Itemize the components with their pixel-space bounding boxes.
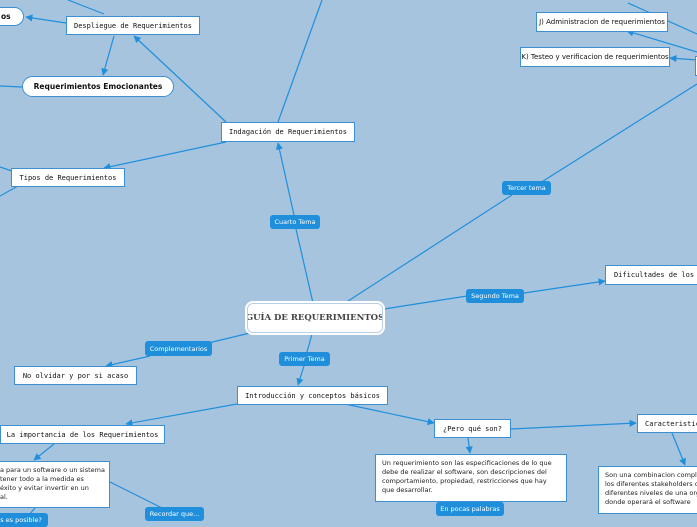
- central-title: GUÍA DE REQUERIMIENTOS: [247, 313, 383, 323]
- label-tercer-tema-text: Tercer tema: [507, 184, 546, 192]
- importancia-line-1: a para un software o un sistema: [0, 466, 105, 474]
- importancia-line-4: al.: [0, 493, 8, 501]
- label-primer-tema[interactable]: Primer Tema: [279, 352, 330, 366]
- node-tipos[interactable]: Tipos de Requerimientos: [11, 168, 125, 187]
- edge-indagacion-up: [277, 0, 323, 123]
- text-caracteristicas-detalle[interactable]: Son una combinacion compl los diferentes…: [598, 466, 697, 514]
- edge-segundo-dificultades: [523, 278, 606, 294]
- label-segundo-tema-text: Segundo Tema: [471, 292, 519, 300]
- node-dificultades-text: Dificultades de los R: [614, 271, 697, 279]
- edge-indagacion-despliegue: [133, 35, 227, 123]
- caracteristicas-line-4: donde operará el software: [605, 498, 691, 506]
- edge-tercer-up: [539, 83, 697, 184]
- label-cuarto-tema[interactable]: Cuarto Tema: [270, 215, 320, 229]
- node-pero-que-son[interactable]: ¿Pero qué son?: [434, 419, 511, 438]
- label-cuarto-tema-text: Cuarto Tema: [274, 218, 316, 226]
- edge-importancia-detalle: [33, 443, 55, 461]
- edge-caracteristicas-detalle: [671, 432, 686, 466]
- node-administracion-text: J) Administracion de requerimientos: [539, 18, 665, 26]
- edge-emocionantes-left: [0, 85, 23, 88]
- edge-primer-intro: [296, 365, 305, 386]
- importancia-line-2: tener todo a la medida es: [0, 475, 84, 483]
- definicion-line-1: Un requerimiento son las especificacione…: [382, 459, 552, 467]
- definicion-line-4: que desarrollar.: [382, 486, 433, 494]
- definicion-line-2: debe de realizar el software, son descri…: [382, 468, 547, 476]
- central-topic[interactable]: GUÍA DE REQUERIMIENTOS: [247, 303, 383, 333]
- label-complementarios-text: Complementarios: [149, 344, 208, 353]
- node-despliegue-text: Despliegue de Requerimientos: [73, 21, 192, 30]
- edge-indagacion-tipos: [103, 141, 227, 171]
- node-top-left-pill-text: os: [1, 12, 11, 21]
- node-testeo[interactable]: K) Testeo y verificacion de requerimient…: [520, 47, 670, 67]
- caracteristicas-line-2: los diferentes stakeholders q: [605, 480, 697, 488]
- edge-intro-importancia: [125, 403, 238, 427]
- label-primer-tema-text: Primer Tema: [284, 355, 325, 363]
- label-recordar-que-text: Recordar que...: [149, 510, 200, 518]
- node-administracion[interactable]: J) Administracion de requerimientos: [536, 12, 668, 32]
- label-en-pocas-palabras[interactable]: En pocas palabras: [436, 502, 504, 516]
- edge-central-primer: [306, 333, 313, 353]
- label-partial-bottom-left-text: s es posible?: [0, 516, 42, 524]
- node-right-edge[interactable]: [695, 56, 697, 76]
- node-caracteristicas-text: Caracteristic: [645, 419, 697, 428]
- node-indagacion-text: Indagación de Requerimientos: [228, 128, 347, 136]
- node-requerimientos-emocionantes-text: Requerimientos Emocionantes: [33, 82, 163, 91]
- node-requerimientos-emocionantes[interactable]: Requerimientos Emocionantes: [22, 76, 174, 97]
- text-importancia-detalle[interactable]: a para un software o un sistema tener to…: [0, 461, 110, 508]
- label-en-pocas-palabras-text: En pocas palabras: [440, 505, 500, 513]
- label-complementarios[interactable]: Complementarios: [145, 341, 212, 356]
- text-definicion[interactable]: Un requerimiento son las especificacione…: [375, 454, 567, 502]
- edge-importancia-recordar: [109, 481, 163, 509]
- label-tercer-tema[interactable]: Tercer tema: [502, 181, 551, 195]
- edge-tipos-left2: [0, 185, 19, 197]
- edge-intro-peroque: [344, 403, 435, 426]
- edge-complementarios-noolvidar: [105, 355, 151, 369]
- edge-peroque-caracteristicas: [510, 419, 637, 430]
- edge-tipos-left: [0, 166, 13, 172]
- edge-despliegue-left: [67, 0, 105, 15]
- importancia-line-3: éxito y evitar invertir en un: [0, 484, 89, 492]
- definicion-line-3: comportamiento, propiedad, restricciones…: [382, 477, 547, 485]
- edge-right-testeo: [669, 54, 697, 63]
- caracteristicas-line-1: Son una combinacion compl: [605, 471, 697, 479]
- caracteristicas-line-3: diferentes niveles de una org: [605, 489, 697, 497]
- label-segundo-tema[interactable]: Segundo Tema: [466, 289, 524, 303]
- label-partial-bottom-left[interactable]: s es posible?: [0, 513, 48, 527]
- edge-peroque-definicion: [465, 437, 473, 454]
- node-no-olvidar[interactable]: No olvidar y por si acaso: [14, 366, 137, 385]
- edge-right-admin2: [626, 29, 697, 53]
- node-importancia-text: La importancia de los Requerimientos: [6, 430, 159, 439]
- node-top-left-pill[interactable]: os: [0, 7, 24, 26]
- node-despliegue[interactable]: Despliegue de Requerimientos: [66, 16, 200, 35]
- edge-despliegue-emocionantes: [101, 35, 115, 76]
- node-dificultades[interactable]: Dificultades de los R: [605, 265, 697, 285]
- edge-central-segundo: [383, 295, 468, 310]
- node-no-olvidar-text: No olvidar y por si acaso: [22, 371, 129, 380]
- node-importancia[interactable]: La importancia de los Requerimientos: [0, 425, 165, 444]
- node-tipos-text: Tipos de Requerimientos: [19, 173, 117, 182]
- node-introduccion-text: Introducción y conceptos básicos: [245, 391, 380, 400]
- edge-despliegue-pill: [25, 14, 67, 24]
- label-recordar-que[interactable]: Recordar que...: [145, 507, 204, 521]
- node-caracteristicas[interactable]: Caracteristic: [637, 414, 697, 433]
- edge-central-tercer: [344, 194, 513, 304]
- edge-central-cuarto: [295, 228, 314, 304]
- edge-cuarto-indagacion: [275, 142, 295, 216]
- node-pero-que-son-text: ¿Pero qué son?: [442, 424, 502, 433]
- node-introduccion[interactable]: Introducción y conceptos básicos: [237, 386, 388, 405]
- node-indagacion[interactable]: Indagación de Requerimientos: [221, 122, 355, 142]
- node-testeo-text: K) Testeo y verificacion de requerimient…: [521, 53, 669, 61]
